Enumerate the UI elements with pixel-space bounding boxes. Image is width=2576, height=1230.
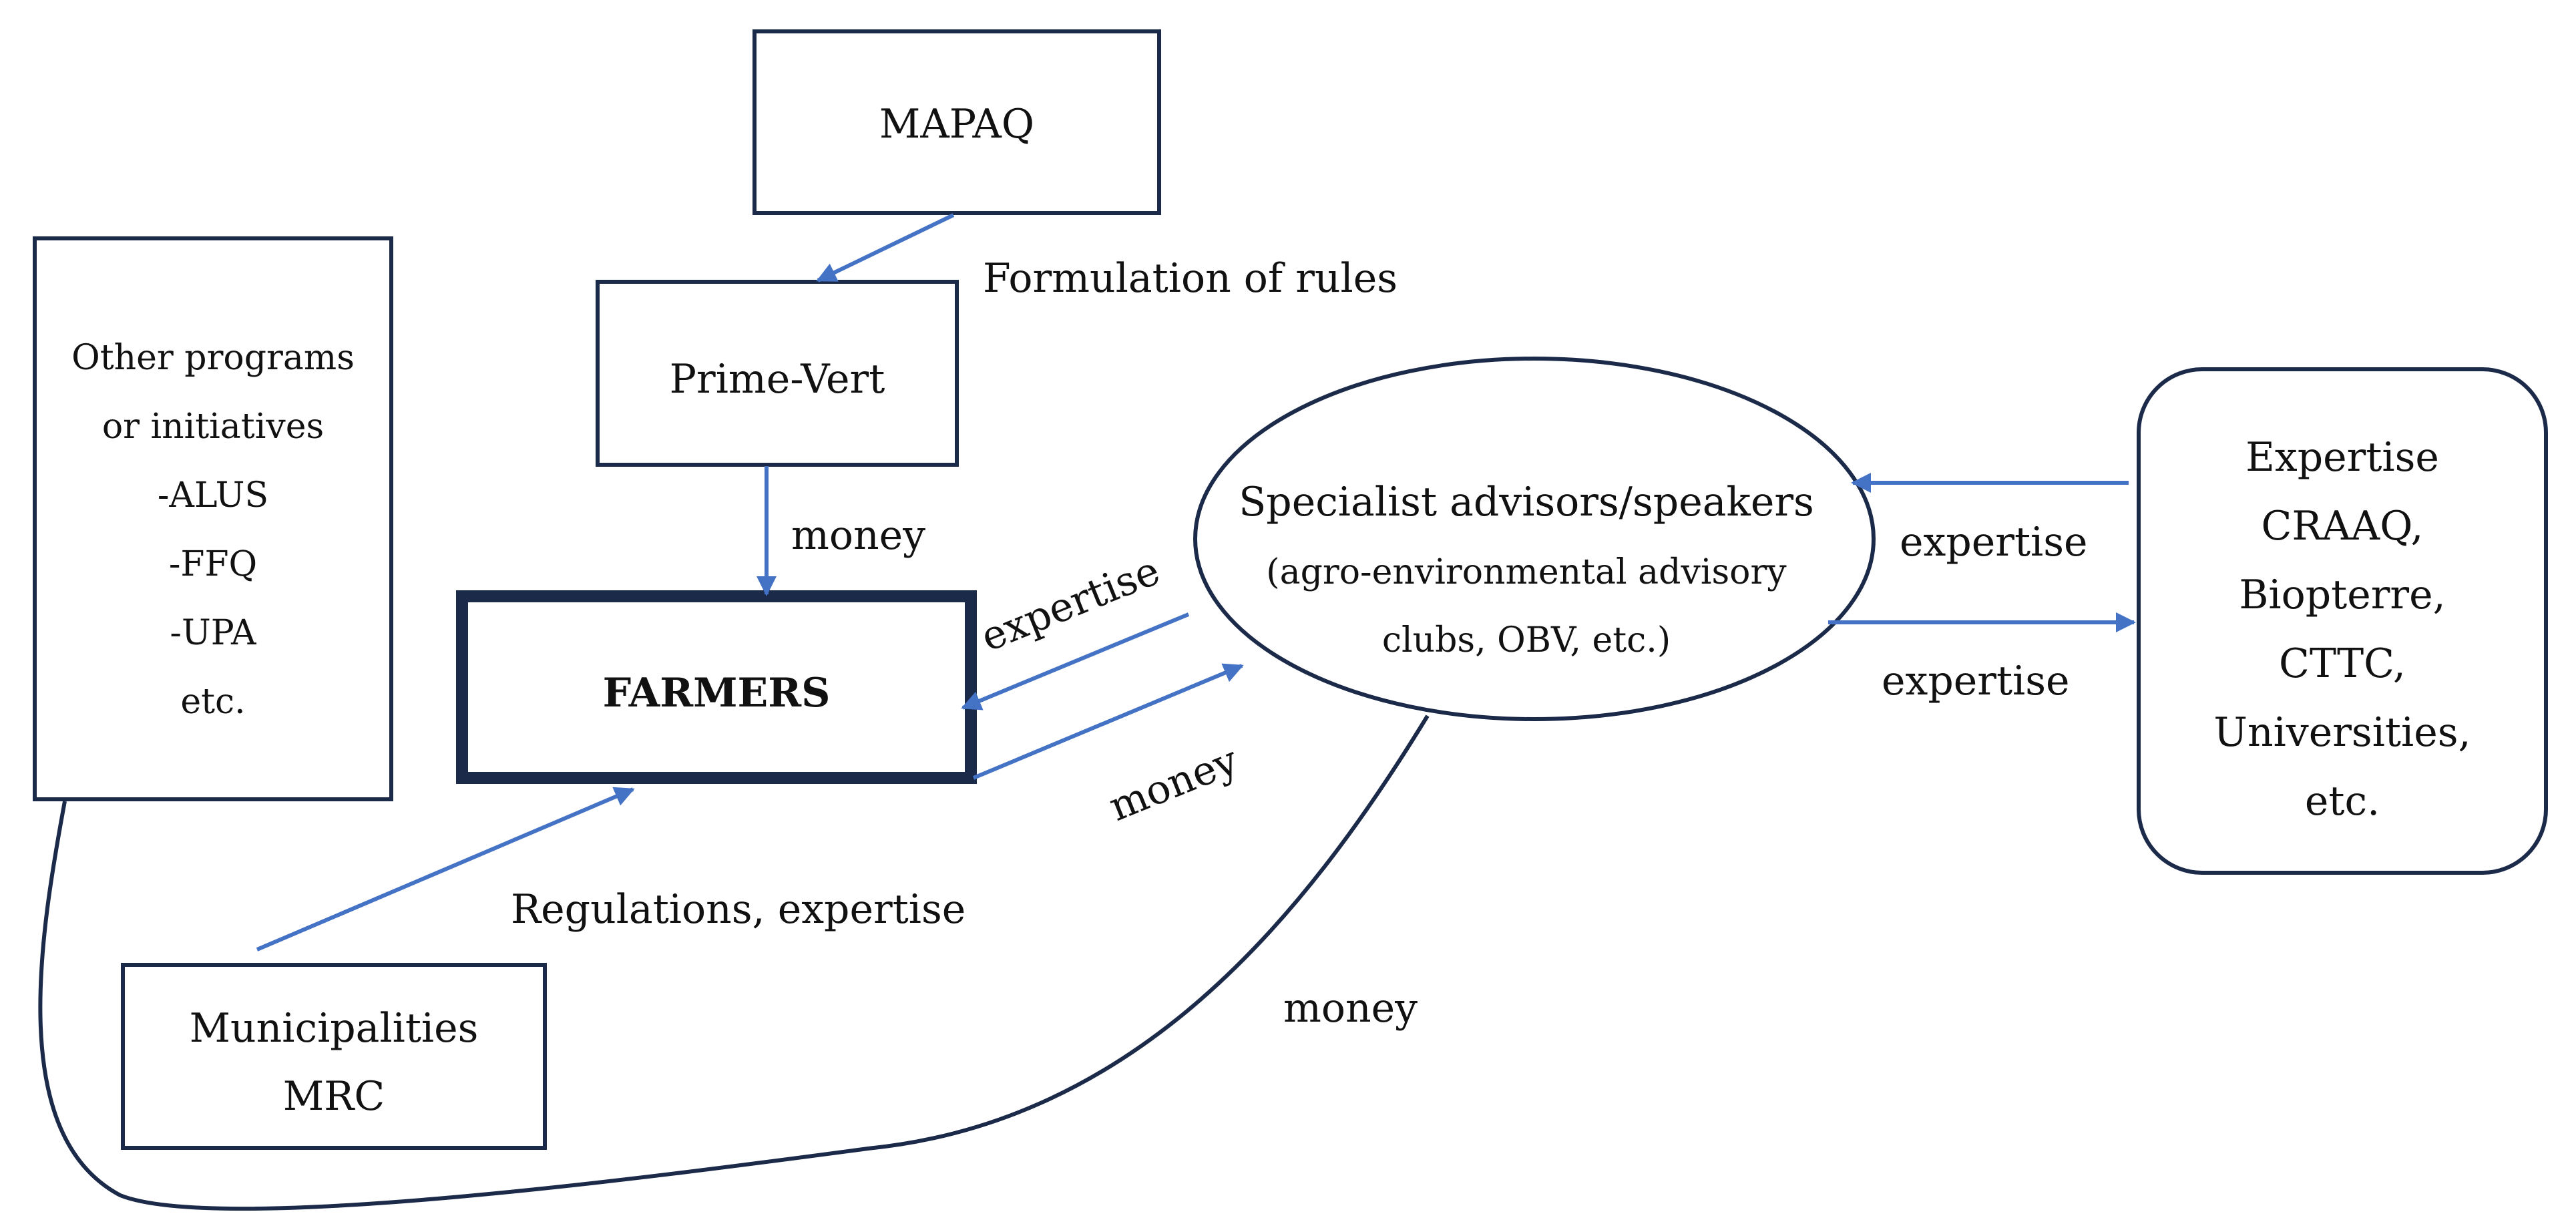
municipalities-box <box>121 963 547 1150</box>
arrow-municipalities-to-farmers <box>256 787 635 952</box>
other-programs-line-3: -ALUS <box>158 475 268 516</box>
expertise-sources-box <box>2137 367 2548 875</box>
other-programs-line-6: etc. <box>180 682 245 722</box>
prime-vert-box <box>596 280 959 467</box>
specialists-line-1: Specialist advisors/speakers <box>1239 479 1814 526</box>
expertise-sources-line-4: CTTC, <box>2279 640 2406 687</box>
specialists-line-2: (agro-environmental advisory <box>1266 552 1787 592</box>
arrow-mapaq-to-primevert <box>816 213 955 282</box>
expertise-sources-line-6: etc. <box>2305 778 2380 825</box>
expertise-sources-line-5: Universities, <box>2213 709 2471 756</box>
edge-label-formulation: Formulation of rules <box>983 255 1398 302</box>
edge-label-money-to-specialists: money <box>1102 737 1245 831</box>
edge-label-money-bottom: money <box>1283 985 1418 1032</box>
other-programs-line-2: or initiatives <box>102 407 324 447</box>
expertise-sources-line-2: CRAAQ, <box>2261 503 2423 550</box>
specialists-ellipse <box>1193 357 1876 721</box>
mapaq-label: MAPAQ <box>879 101 1034 148</box>
curve-programs-to-specialists <box>38 714 1430 1211</box>
other-programs-line-4: -FFQ <box>169 544 257 584</box>
expertise-sources-line-3: Biopterre, <box>2239 572 2445 618</box>
farmers-box <box>456 590 977 784</box>
farmers-label: FARMERS <box>603 670 831 716</box>
other-programs-line-5: -UPA <box>170 613 257 653</box>
mapaq-box <box>753 29 1161 215</box>
municipalities-line-2: MRC <box>283 1073 385 1120</box>
prime-vert-label: Prime-Vert <box>670 356 885 403</box>
edge-label-regulations: Regulations, expertise <box>511 886 965 933</box>
municipalities-line-1: Municipalities <box>190 1005 479 1052</box>
specialists-line-3: clubs, OBV, etc.) <box>1382 620 1671 660</box>
arrow-farmers-to-specialists <box>972 663 1244 780</box>
other-programs-box <box>33 236 393 801</box>
edge-label-expertise-lower: expertise <box>1882 658 2070 704</box>
other-programs-line-1: Other programs <box>71 338 355 378</box>
edge-label-primevert-money: money <box>791 512 925 559</box>
edge-label-expertise-upper: expertise <box>1900 519 2088 566</box>
expertise-sources-line-1: Expertise <box>2245 434 2439 481</box>
arrow-specialists-to-farmers <box>961 612 1190 710</box>
edge-label-expertise-to-farmers: expertise <box>974 548 1166 661</box>
